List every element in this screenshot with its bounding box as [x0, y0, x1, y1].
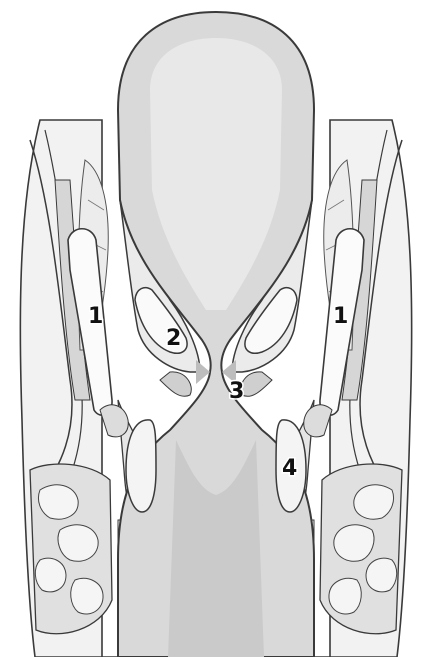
label-4: 4 [282, 456, 297, 481]
label-2: 2 [166, 326, 181, 351]
label-3: 3 [229, 379, 244, 404]
label-1-right: 1 [333, 304, 348, 329]
label-1-left: 1 [88, 304, 103, 329]
